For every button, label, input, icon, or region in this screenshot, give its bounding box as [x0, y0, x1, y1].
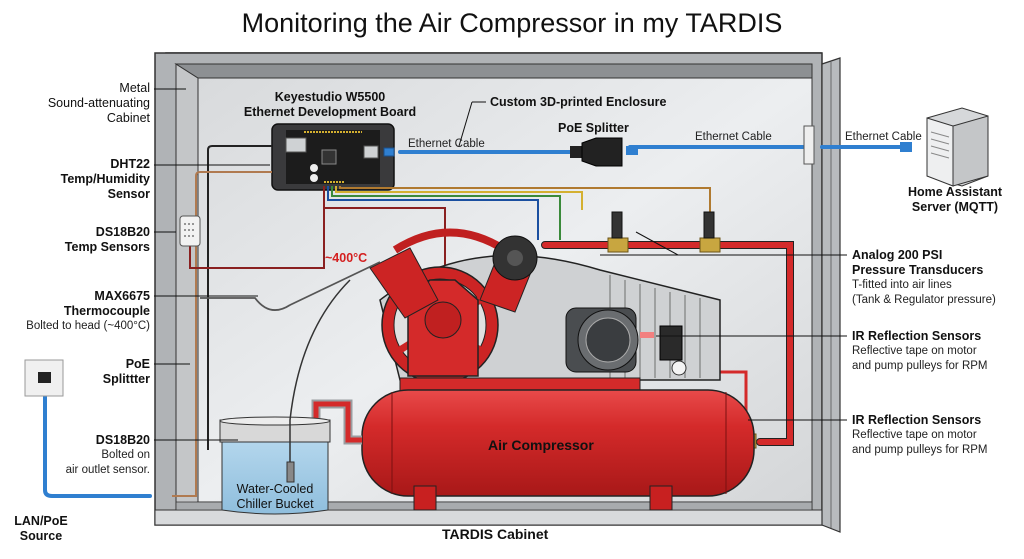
label-server: Home Assistant Server (MQTT)	[890, 185, 1020, 215]
wall-jack	[803, 125, 815, 165]
air-compressor-tank	[361, 389, 755, 511]
label-line: Metal	[119, 81, 150, 95]
label-chiller-bucket: Water-Cooled Chiller Bucket	[222, 482, 328, 512]
label-line: Bolted to head (~400°C)	[26, 320, 150, 332]
label-ethernet-cable-1: Ethernet Cable	[408, 138, 485, 150]
label-line: DS18B20	[95, 433, 150, 447]
label-line: Splittter	[102, 372, 150, 386]
max6675-thermocouple	[200, 261, 381, 312]
label-line: (Tank & Regulator pressure)	[852, 294, 996, 306]
label-line: Reflective tape on motor	[852, 429, 977, 441]
label-ethernet-cable-2: Ethernet Cable	[695, 131, 772, 143]
label-line: Sound-attenuating	[47, 96, 150, 110]
label-line: PoE	[125, 357, 150, 371]
label-dht22: DHT22 Temp/Humidity Sensor	[20, 157, 150, 202]
label-line: Bolted on	[101, 449, 150, 461]
label-line: T-fitted into air lines	[852, 279, 952, 291]
label-line: DHT22	[110, 157, 150, 171]
label-temp-hot: ~400°C	[325, 251, 368, 265]
label-line: IR Reflection Sensors	[852, 413, 982, 427]
label-line: Source	[19, 529, 63, 543]
chiller-bucket	[219, 416, 331, 515]
pressure-transducer-1	[607, 211, 629, 253]
lan-poe-wall-jack	[24, 359, 64, 397]
pressure-gauge	[671, 360, 687, 376]
label-line: Thermocouple	[63, 304, 150, 318]
pressure-switch	[659, 325, 683, 361]
ds18b20-outlet-probe	[289, 279, 351, 470]
label-line: Water-Cooled	[236, 482, 314, 496]
dht22-sensor	[179, 215, 201, 247]
label-line: IR Reflection Sensors	[852, 329, 982, 343]
label-line: Temp/Humidity	[60, 172, 150, 186]
label-board: Keyestudio W5500 Ethernet Development Bo…	[230, 90, 430, 120]
label-line: Sensor	[107, 187, 150, 201]
label-air-compressor: Air Compressor	[488, 437, 594, 453]
label-line: LAN/PoE	[14, 514, 68, 528]
label-line: Analog 200 PSI	[852, 248, 943, 262]
label-ds18b20-temp: DS18B20 Temp Sensors	[20, 225, 150, 255]
label-line: DS18B20	[95, 225, 150, 239]
rj45-plug	[383, 147, 395, 157]
label-ethernet-cable-3: Ethernet Cable	[845, 131, 922, 143]
label-ir-sensors-2: IR Reflection Sensors Reflective tape on…	[852, 413, 1024, 458]
label-line: Reflective tape on motor	[852, 345, 977, 357]
label-line: Home Assistant	[907, 185, 1002, 199]
poe-splitter[interactable]	[570, 137, 638, 167]
leader-lines	[154, 88, 847, 441]
ir-sensor-1	[640, 332, 654, 338]
label-pressure-transducers: Analog 200 PSI Pressure Transducers T-fi…	[852, 248, 1024, 308]
pressure-transducer-2	[699, 211, 721, 253]
label-line: Chiller Bucket	[236, 497, 314, 511]
w5500-board[interactable]	[271, 123, 395, 191]
label-line: Keyestudio W5500	[274, 90, 386, 104]
electric-motor	[565, 307, 639, 373]
label-tardis-cabinet: TARDIS Cabinet	[442, 526, 549, 542]
label-line: air outlet sensor.	[65, 464, 150, 476]
label-ds18b20-outlet: DS18B20 Bolted on air outlet sensor.	[10, 433, 150, 478]
label-line: Pressure Transducers	[852, 263, 984, 277]
label-enclosure: Custom 3D-printed Enclosure	[490, 95, 667, 109]
home-assistant-server-icon[interactable]	[926, 107, 989, 187]
diagram-title: Monitoring the Air Compressor in my TARD…	[241, 8, 783, 38]
label-poe-splitter-left: PoE Splittter	[20, 357, 150, 387]
rj45-plug-server	[900, 142, 912, 152]
ethernet-cables	[43, 145, 907, 498]
label-line: and pump pulleys for RPM	[852, 444, 988, 456]
label-line: MAX6675	[94, 289, 150, 303]
label-poe-splitter: PoE Splitter	[558, 121, 629, 135]
label-metal-cabinet: Metal Sound-attenuating Cabinet	[30, 81, 150, 126]
label-lan-poe-source: LAN/PoE Source	[5, 514, 77, 544]
label-line: Server (MQTT)	[911, 200, 999, 214]
label-line: Cabinet	[106, 111, 150, 125]
label-line: and pump pulleys for RPM	[852, 360, 988, 372]
sensor-wires	[172, 145, 711, 497]
label-line: Temp Sensors	[64, 240, 150, 254]
label-line: Ethernet Development Board	[243, 105, 417, 119]
label-ir-sensors-1: IR Reflection Sensors Reflective tape on…	[852, 329, 1024, 374]
label-max6675: MAX6675 Thermocouple Bolted to head (~40…	[0, 289, 150, 334]
